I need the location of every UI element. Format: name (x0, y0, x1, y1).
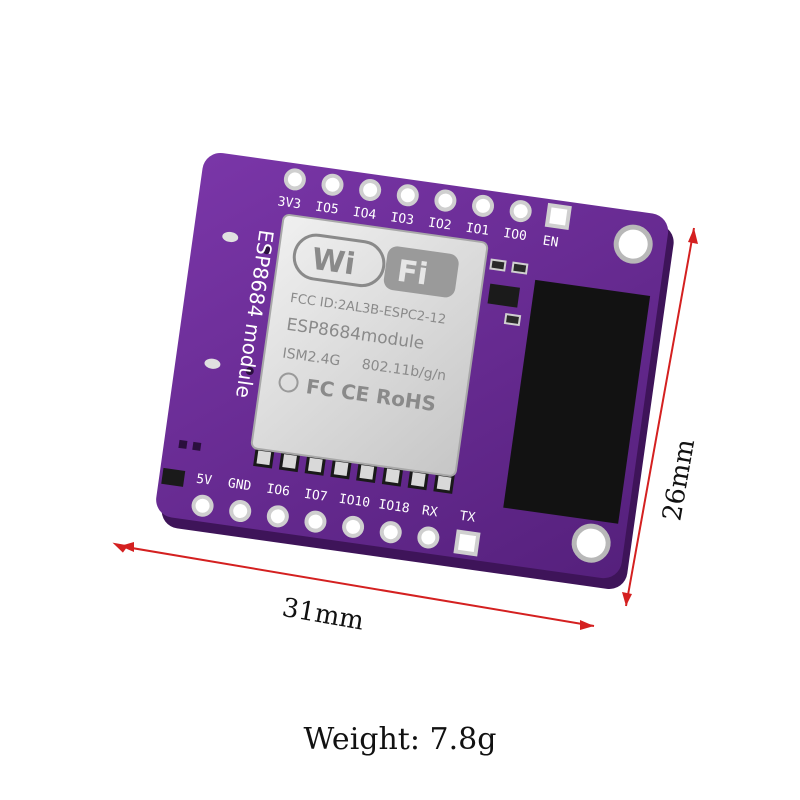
height-dimension-label: 26mm (657, 437, 701, 523)
mounting-hole-icon (613, 224, 653, 264)
top-pin-labels: 3V3 IO5 IO4 IO3 IO2 IO1 IO0 EN (277, 194, 560, 251)
wifi-logo-fi: Fi (395, 254, 430, 293)
pin-label: IO3 (389, 210, 414, 228)
wifi-logo-wi: Wi (310, 242, 358, 283)
pin-label: RX (421, 503, 439, 520)
chip-solder-pads (253, 447, 455, 494)
pin-label: IO0 (502, 226, 527, 244)
weight-value: 7.8g (429, 722, 497, 757)
pin-label: IO1 (465, 221, 490, 239)
reset-button-icon (161, 467, 186, 487)
pin-label: IO5 (314, 200, 339, 218)
weight-label: Weight: (303, 722, 420, 757)
weight-caption: Weight: 7.8g (0, 722, 800, 757)
ecology-mark-icon (278, 372, 299, 393)
top-pin-row (283, 168, 572, 230)
height-dimension: 26mm (622, 227, 701, 607)
pin-label: EN (542, 234, 560, 251)
pin-label: IO6 (265, 482, 290, 500)
bottom-pin-row (191, 494, 481, 557)
wifi-logo-icon: Wi Fi (292, 233, 459, 298)
antenna-area (503, 279, 651, 524)
pin-label: IO10 (338, 492, 371, 511)
smd-components (487, 258, 529, 327)
pin-label: IO7 (303, 487, 328, 505)
pin-label: IO2 (427, 215, 452, 233)
width-dimension-label: 31mm (280, 593, 366, 637)
bottom-pin-labels: 5V GND IO6 IO7 IO10 IO18 RX TX (195, 472, 476, 526)
pin-label: 5V (195, 472, 213, 489)
pin-label: TX (459, 509, 477, 526)
pin-label: GND (227, 476, 253, 494)
pin-label: IO18 (377, 497, 410, 516)
pin-label: IO4 (352, 205, 378, 223)
left-pads (178, 231, 271, 451)
pin-label: 3V3 (277, 194, 302, 212)
mounting-hole-icon (571, 523, 611, 563)
